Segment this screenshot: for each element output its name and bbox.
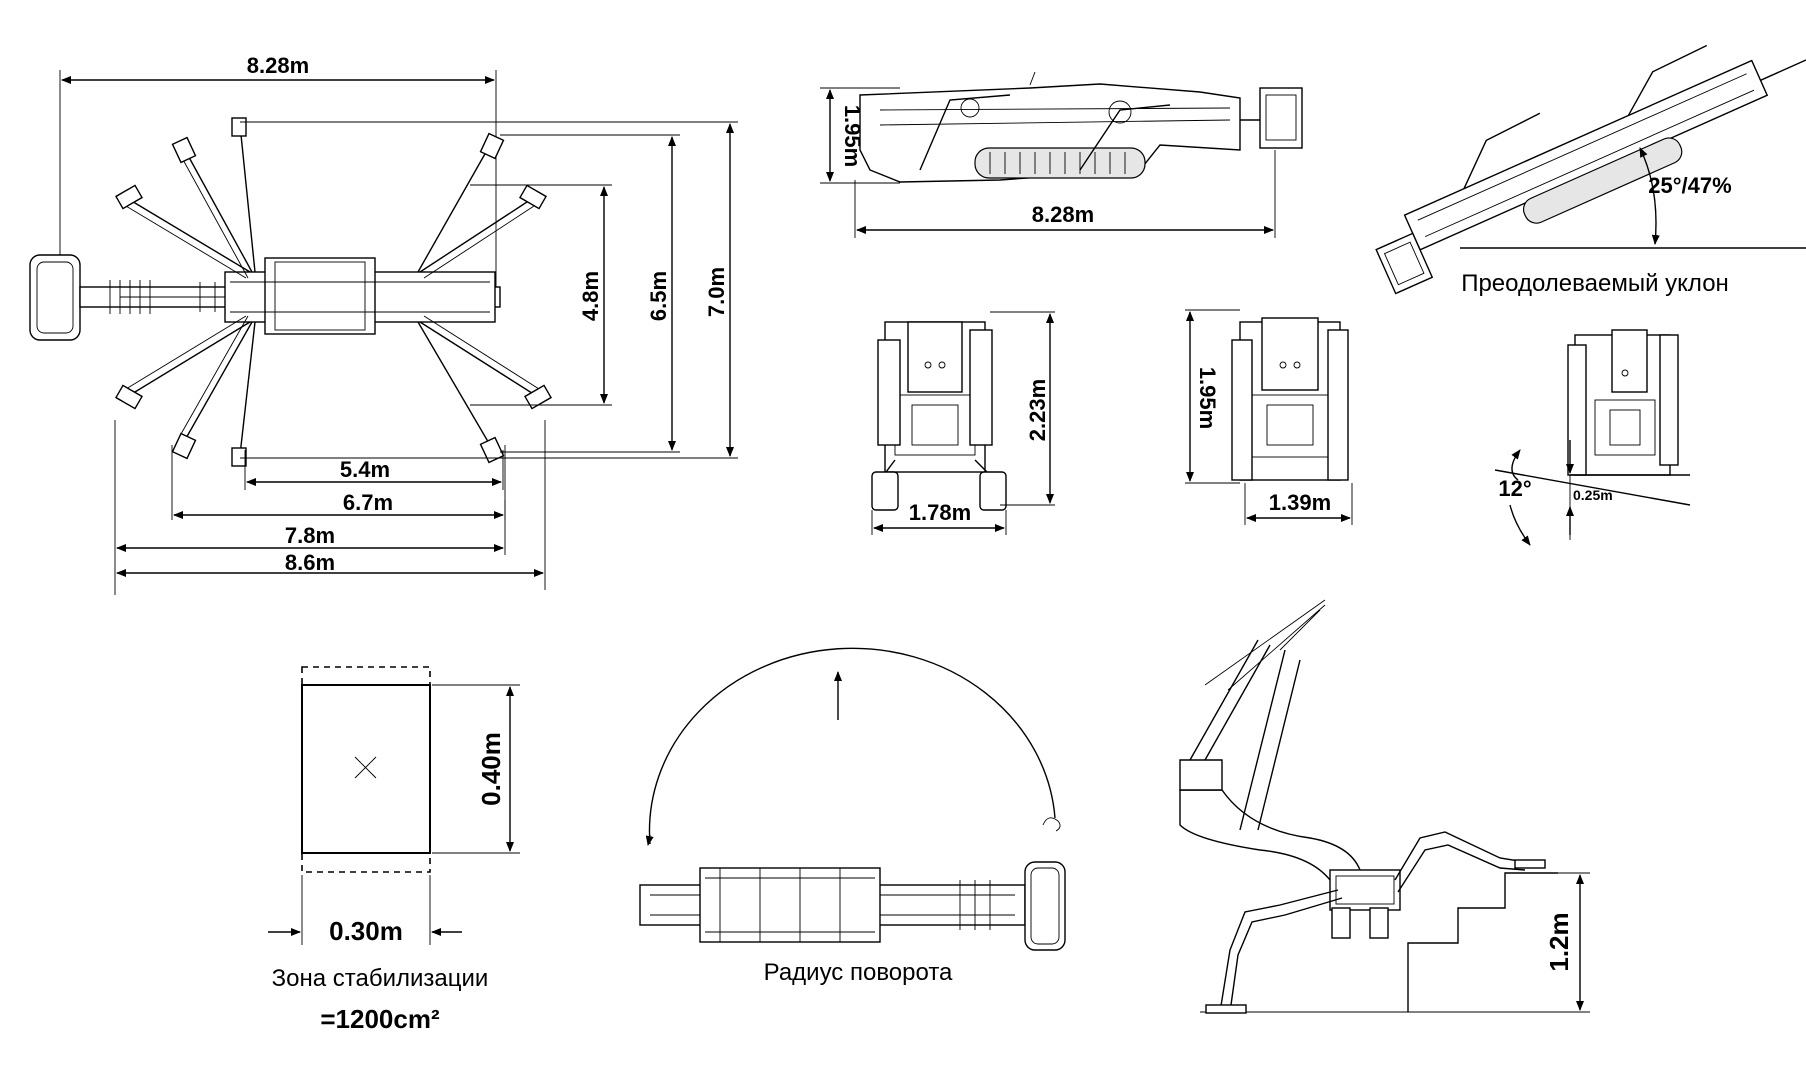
top-w-label-4: 8.6m	[285, 550, 335, 575]
tilt-angle-label: 12°	[1498, 476, 1531, 501]
top-w-label-2: 6.7m	[343, 490, 393, 515]
side-length-label: 8.28m	[1032, 202, 1094, 227]
turn-caption: Радиус поворота	[764, 959, 953, 986]
tilt-offset-label: 0.25m	[1573, 487, 1613, 503]
side-view: 1.95m 8.28m	[820, 71, 1303, 238]
stab-caption: Зона стабилизации	[272, 965, 489, 992]
slope-view: 25°/47% Преодолеваемый уклон	[1375, 44, 1806, 297]
front-narrow-width-label: 1.39m	[1269, 490, 1331, 515]
top-view: 8.28m	[29, 53, 738, 595]
turn-view: Радиус поворота	[639, 647, 1066, 986]
front-wide-height-label: 2.23m	[1025, 379, 1050, 441]
front-narrow-height-label: 1.95m	[1195, 367, 1220, 429]
stab-area-label: =1200cm²	[320, 1004, 440, 1034]
stab-zone: 0.40m 0.30m Зона стабилизации =1200cm²	[268, 666, 520, 1034]
tilt-view: 12° 0.25m	[1494, 329, 1691, 546]
stab-width-label: 0.30m	[329, 916, 403, 946]
top-w-label-1: 5.4m	[340, 457, 390, 482]
top-h-label-3: 7.0m	[704, 267, 729, 317]
top-h-label-2: 6.5m	[646, 271, 671, 321]
top-width-label: 8.28m	[247, 53, 309, 78]
top-w-label-3: 7.8m	[285, 523, 335, 548]
front-wide-width-label: 1.78m	[909, 500, 971, 525]
front-view-narrow: 1.95m 1.39m	[1185, 309, 1353, 525]
front-view-wide: 2.23m 1.78m	[871, 311, 1055, 535]
stairs-view: 1.2m	[1179, 599, 1590, 1014]
top-h-label-1: 4.8m	[578, 271, 603, 321]
slope-angle-label: 25°/47%	[1648, 173, 1731, 198]
stairs-height-label: 1.2m	[1544, 912, 1574, 971]
stab-height-label: 0.40m	[476, 732, 506, 806]
slope-caption: Преодолеваемый уклон	[1461, 270, 1729, 297]
